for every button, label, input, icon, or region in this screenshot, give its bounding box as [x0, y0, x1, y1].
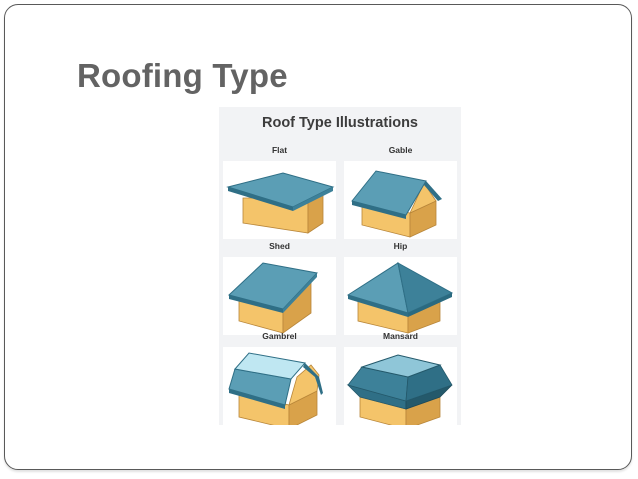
roof-cell-flat: Flat [219, 145, 340, 241]
roof-cell-shed: Shed [219, 241, 340, 337]
roof-label-gable: Gable [388, 145, 413, 155]
roof-label-flat: Flat [271, 145, 288, 155]
roof-types-illustration: Roof Type Illustrations Flat Gable [219, 107, 461, 425]
roof-cell-gable: Gable [340, 145, 461, 241]
gable-roof-house-icon [344, 161, 457, 239]
slide-frame: Roofing Type Roof Type Illustrations Fla… [4, 4, 632, 470]
mansard-roof-house-icon [344, 347, 457, 425]
roof-cell-gambrel: Gambrel [219, 331, 340, 425]
roof-cell-hip: Hip [340, 241, 461, 337]
flat-roof-house-icon [223, 161, 336, 239]
illustration-title: Roof Type Illustrations [261, 115, 419, 131]
roof-label-gambrel: Gambrel [262, 331, 297, 341]
roof-label-mansard: Mansard [383, 331, 418, 341]
roof-cell-mansard: Mansard [340, 331, 461, 425]
gambrel-roof-house-icon [223, 347, 336, 425]
roof-types-grid: Flat Gable [219, 107, 461, 425]
roof-label-shed: Shed [269, 241, 290, 251]
shed-roof-house-icon [223, 257, 336, 335]
slide-title: Roofing Type [77, 57, 288, 94]
hip-roof-house-icon [344, 257, 457, 335]
roof-label-hip: Hip [393, 241, 408, 251]
